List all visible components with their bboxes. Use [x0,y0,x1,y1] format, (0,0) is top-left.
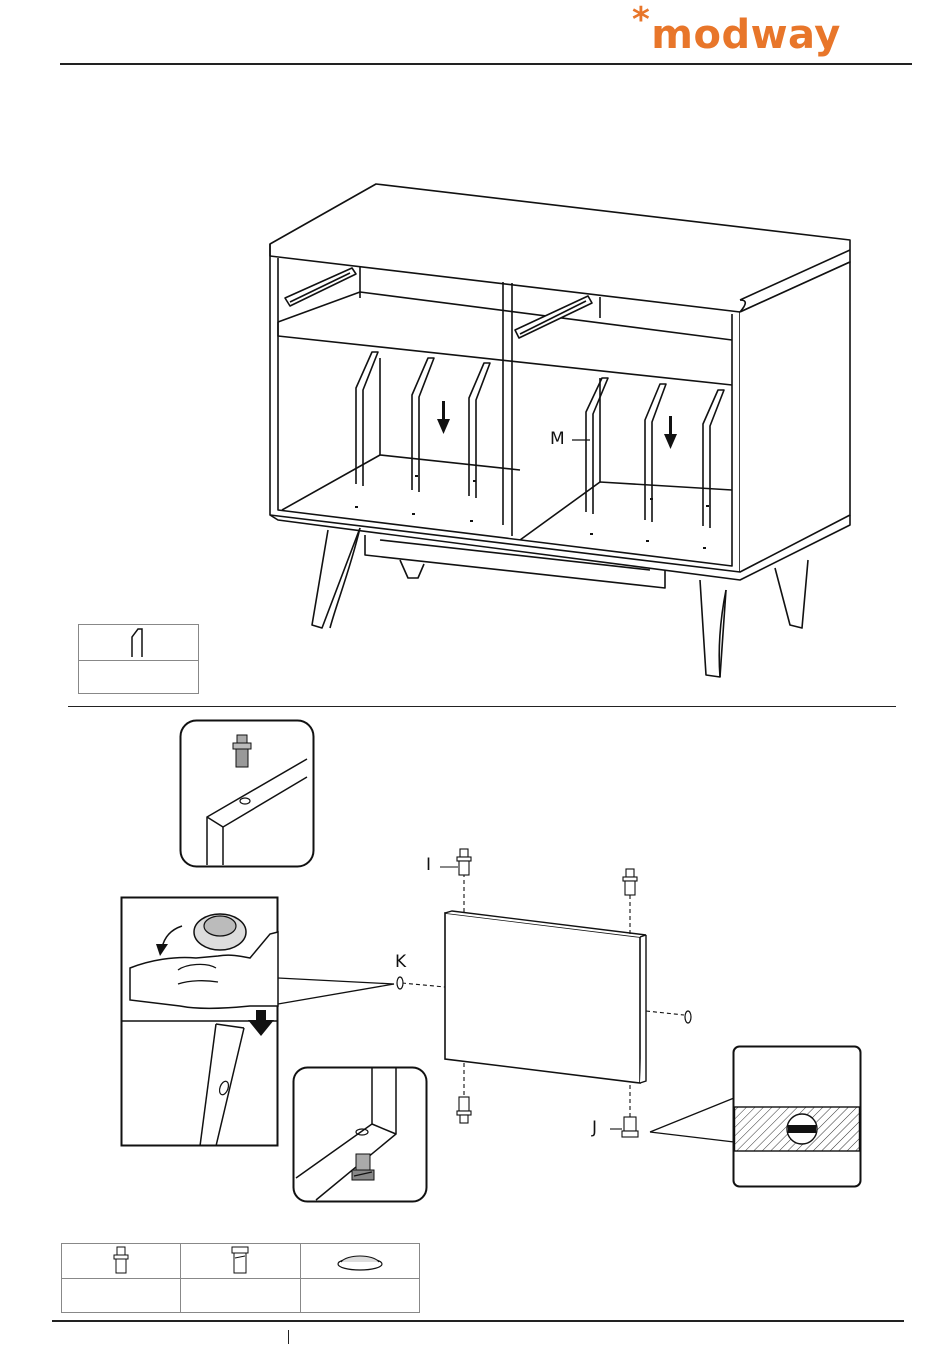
section-rule [68,706,896,707]
shelf-pin-icon [457,849,471,875]
callout-lines-cam [270,968,410,1008]
legend-qty-3 [301,1279,419,1312]
cabinet-illustration [0,0,950,700]
detail-pin-insert [179,719,319,871]
label-pin-j: J [592,1118,597,1138]
leveler-pin-icon [181,1244,299,1278]
callout-lines-section [644,1080,744,1160]
leveler-pin-icon [622,1117,638,1137]
parts-legend-bottom [61,1243,420,1313]
legend-qty-2 [181,1279,299,1312]
detail-cross-section [732,1045,872,1195]
shelf-pin-icon [457,1097,471,1123]
cam-cap-icon [685,1011,691,1023]
cam-cap-icon [397,977,403,989]
cam-cap-icon [301,1244,419,1278]
shelf-pin-icon [62,1244,180,1278]
footer-rule [52,1320,904,1322]
parts-legend-top [78,624,199,694]
label-cam-k: K [395,952,406,972]
divider-icon [79,625,198,661]
label-pin-i: I [426,855,431,875]
legend-quantity-divider [79,661,198,693]
label-divider-m: M [550,429,565,449]
footer-tick [288,1330,289,1344]
arrow-down-icon [664,416,677,449]
legend-qty-1 [62,1279,180,1312]
detail-pin-hole-bottom [292,1066,432,1206]
shelf-pin-icon [623,869,637,895]
arrow-down-icon [437,401,450,434]
detail-cam-lock [120,896,280,1148]
